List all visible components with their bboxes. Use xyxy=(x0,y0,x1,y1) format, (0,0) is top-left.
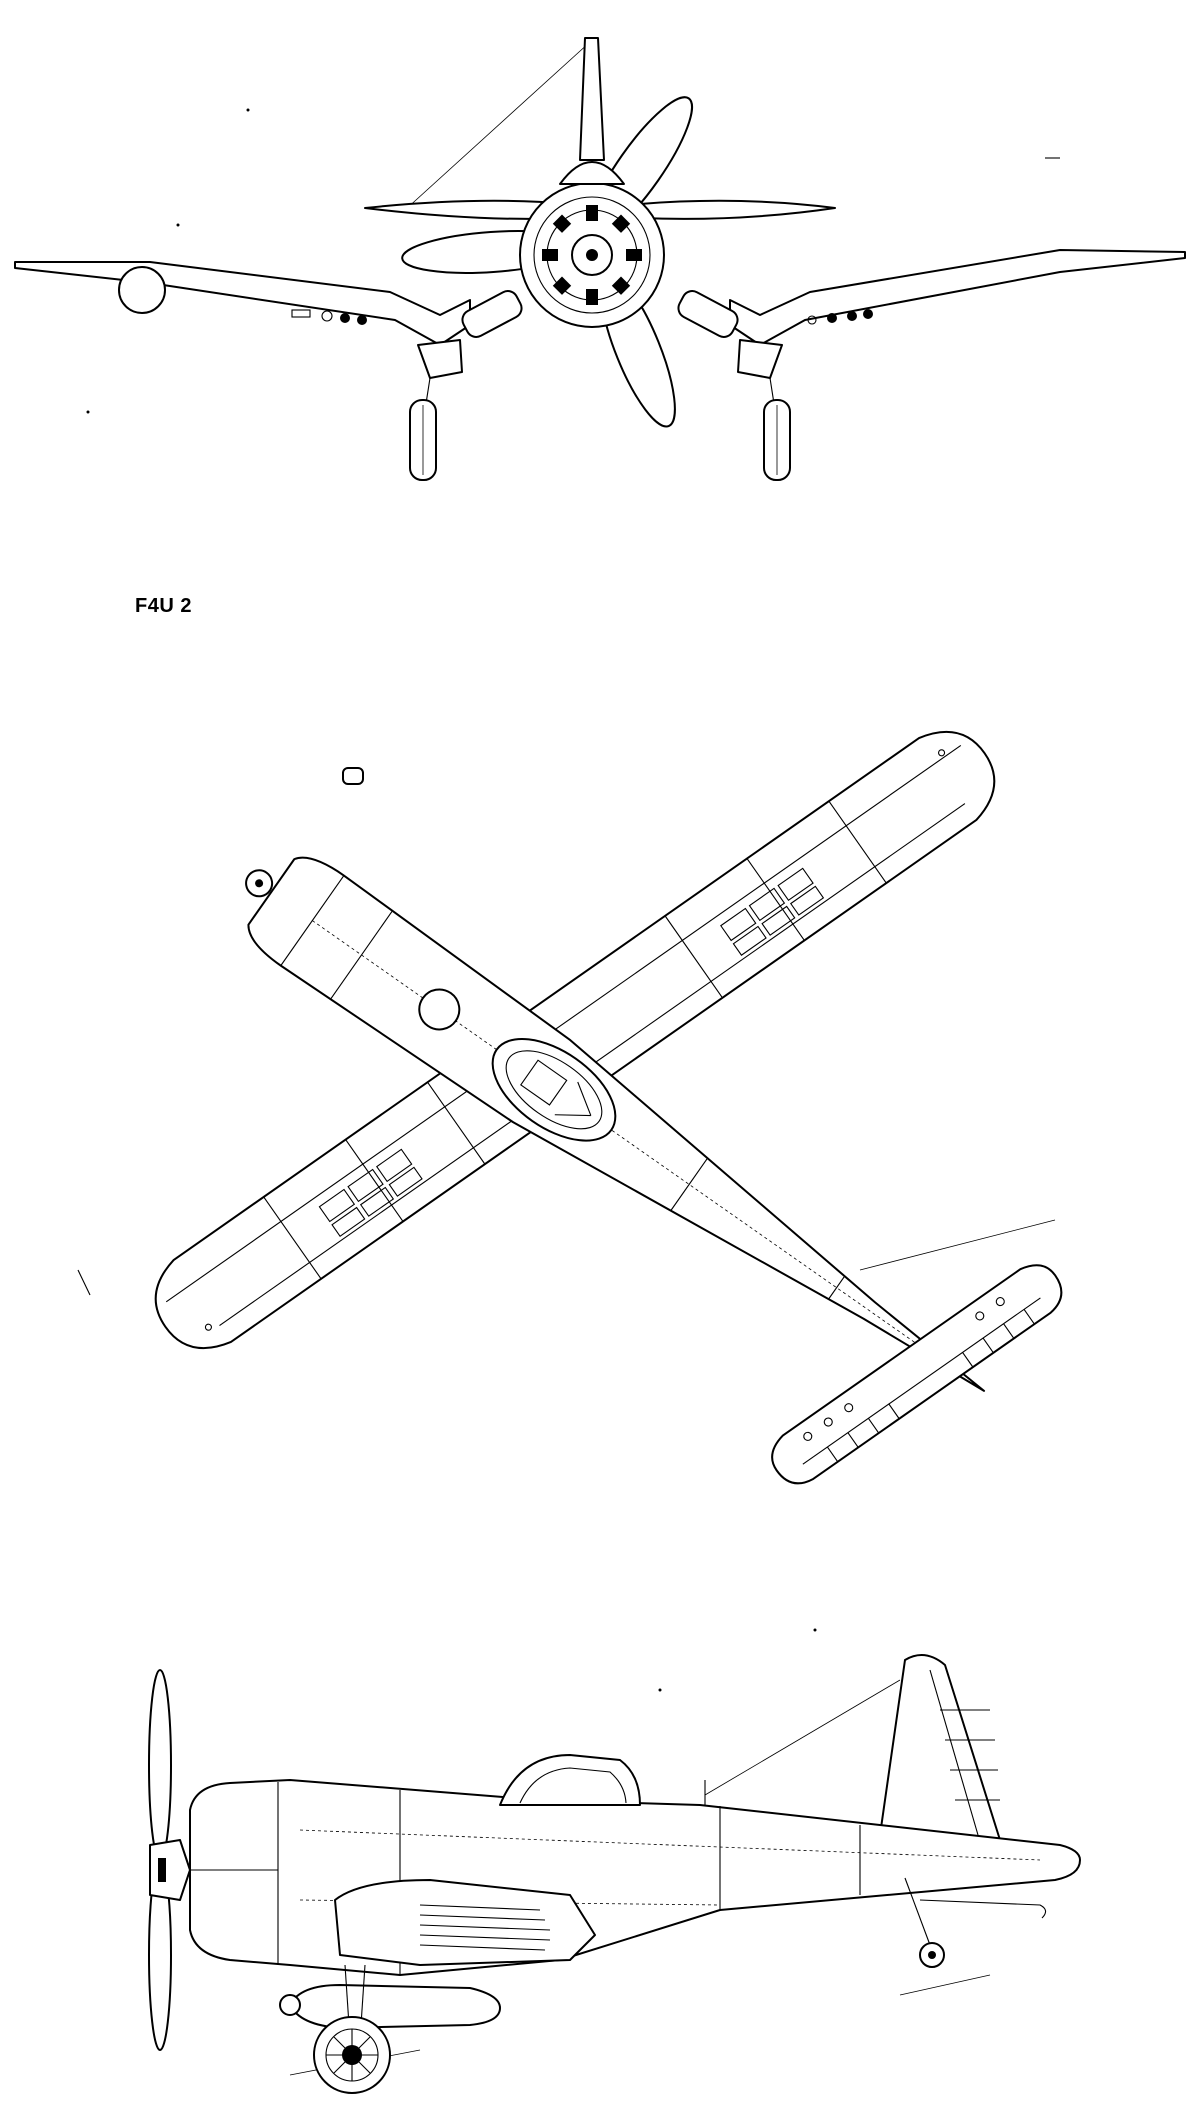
front-view xyxy=(14,37,1186,481)
side-canopy xyxy=(499,1754,641,1806)
side-antenna-wire xyxy=(704,1679,901,1796)
wing-planform xyxy=(154,730,996,1350)
radar-pod xyxy=(118,266,166,314)
oil-cooler-louvres xyxy=(419,1904,551,1951)
antenna-wire xyxy=(404,41,591,211)
canopy-front xyxy=(559,161,625,185)
left-gun-ports xyxy=(291,309,367,325)
side-vertical-tail xyxy=(879,1654,1001,1841)
left-wing xyxy=(14,261,471,346)
wing-panel-lines xyxy=(263,800,887,1280)
right-wing xyxy=(729,249,1186,346)
left-ammo-bays xyxy=(318,1148,423,1238)
top-antenna-wire xyxy=(859,1219,1056,1271)
left-main-gear xyxy=(409,339,463,481)
right-gun-ports xyxy=(807,309,873,325)
radial-engine-cylinders xyxy=(542,205,642,305)
side-drop-tank xyxy=(289,1984,501,2029)
fuel-filler-cap xyxy=(418,988,461,1031)
tail-gear-strut xyxy=(904,1877,931,1946)
side-spinner xyxy=(149,1839,191,1901)
aircraft-designation-label: F4U 2 xyxy=(135,595,192,617)
vertical-fin xyxy=(579,37,605,161)
horizontal-tail-planform xyxy=(771,1264,1063,1485)
drop-tank-nose xyxy=(279,1994,301,2016)
right-ammo-bays xyxy=(720,867,825,956)
ground-line-rear xyxy=(899,1974,991,1996)
side-wing-root xyxy=(334,1879,596,1966)
right-oil-cooler xyxy=(677,290,739,338)
cowl-joint xyxy=(280,875,345,966)
arrestor-hook xyxy=(919,1899,1047,1919)
right-main-gear xyxy=(737,339,791,481)
top-radar-pod xyxy=(342,767,364,785)
left-oil-cooler xyxy=(461,290,523,338)
side-view xyxy=(148,1654,1081,2094)
top-view xyxy=(77,730,1063,1485)
registration-marks xyxy=(86,108,1060,1692)
side-propeller-upper xyxy=(148,1669,172,1861)
